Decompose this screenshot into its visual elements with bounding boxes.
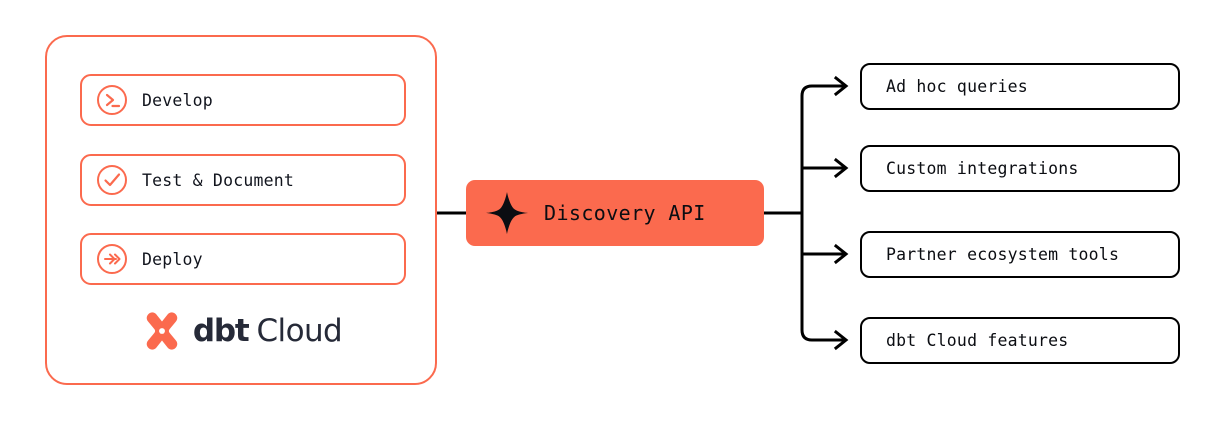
- output-dbt-cloud-features-label: dbt Cloud features: [886, 331, 1069, 350]
- dbt-cloud-panel: Develop Test & Document Deploy: [45, 35, 437, 385]
- output-ad-hoc-queries[interactable]: Ad hoc queries: [860, 63, 1180, 110]
- arrowhead-4: [833, 329, 849, 351]
- output-partner-ecosystem-tools[interactable]: Partner ecosystem tools: [860, 231, 1180, 278]
- discovery-api-node[interactable]: Discovery API: [466, 180, 764, 246]
- check-circle-icon: [97, 165, 127, 195]
- dbt-wordmark-light: Cloud: [256, 312, 343, 349]
- connector-branch-1: [800, 84, 846, 97]
- discovery-api-label: Discovery API: [544, 201, 706, 225]
- output-dbt-cloud-features[interactable]: dbt Cloud features: [860, 317, 1180, 364]
- sparkle-star-icon: [486, 192, 528, 234]
- arrowhead-3: [833, 243, 849, 265]
- stage-develop[interactable]: Develop: [80, 74, 406, 126]
- output-ad-hoc-queries-label: Ad hoc queries: [886, 77, 1028, 96]
- stage-develop-label: Develop: [142, 90, 213, 110]
- stage-test-and-document[interactable]: Test & Document: [80, 154, 406, 206]
- dbt-cloud-logo: dbt Cloud: [47, 303, 435, 359]
- dbt-logo-mark-icon: [146, 312, 178, 350]
- connector-branch-4: [800, 329, 846, 342]
- stage-test-and-document-label: Test & Document: [142, 170, 295, 190]
- terminal-prompt-icon: [97, 85, 127, 115]
- output-custom-integrations[interactable]: Custom integrations: [860, 145, 1180, 192]
- double-chevron-right-circle-icon: [97, 244, 127, 274]
- arrowhead-2: [833, 157, 849, 179]
- output-partner-ecosystem-tools-label: Partner ecosystem tools: [886, 245, 1120, 264]
- output-custom-integrations-label: Custom integrations: [886, 159, 1079, 178]
- dbt-cloud-wordmark: dbt Cloud: [192, 312, 343, 349]
- dbt-wordmark-bold: dbt: [192, 312, 250, 349]
- stage-deploy-label: Deploy: [142, 249, 203, 269]
- stage-deploy[interactable]: Deploy: [80, 233, 406, 285]
- arrowhead-1: [833, 75, 849, 97]
